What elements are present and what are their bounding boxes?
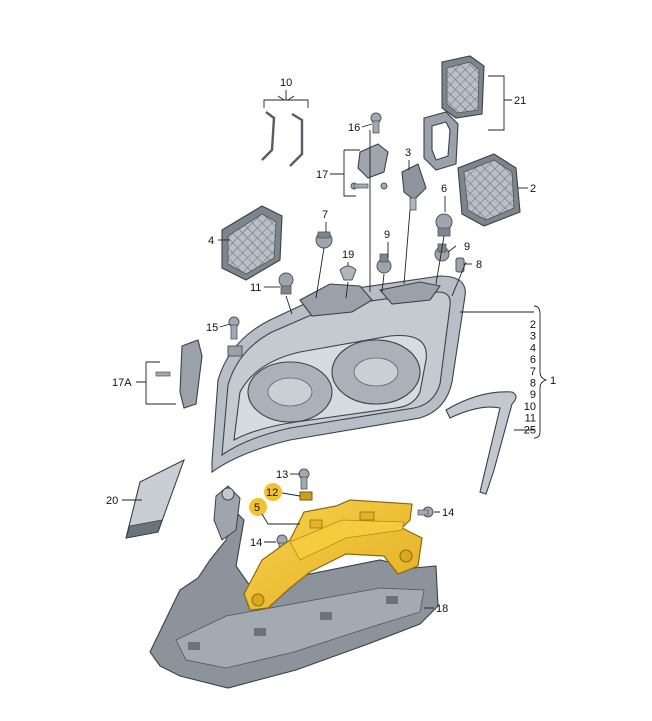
seal-gasket	[423, 111, 459, 171]
label-18: 18	[436, 603, 448, 615]
group-item-9: 9	[530, 389, 536, 401]
label-13: 13	[276, 469, 288, 481]
nut-12	[299, 491, 313, 501]
label-9-left: 9	[384, 229, 390, 241]
label-12: 12	[266, 487, 278, 499]
group-item-3: 3	[530, 331, 536, 343]
spring-clip-left	[261, 111, 276, 161]
group-item-6: 6	[530, 354, 536, 366]
label-17: 17	[316, 169, 328, 181]
label-1: 1	[550, 375, 556, 387]
callout-labels: 10 21 16 3 17 2 6 7 4 9 9 19 8 11 15 17A…	[106, 77, 556, 615]
cap-19	[339, 265, 357, 281]
bulb-6	[435, 213, 453, 237]
bulb-8	[455, 257, 465, 273]
label-10: 10	[280, 77, 292, 89]
cover-cap-2	[457, 153, 521, 227]
group-item-10: 10	[524, 401, 536, 413]
label-14-left: 14	[250, 537, 262, 549]
label-4: 4	[208, 235, 214, 247]
leader-lines	[122, 75, 548, 609]
label-2: 2	[530, 183, 536, 195]
label-9-right: 9	[464, 241, 470, 253]
group-item-8: 8	[530, 378, 536, 390]
panel-20	[125, 458, 185, 539]
cover-cap-4	[221, 205, 283, 281]
cover-cap-21	[441, 55, 485, 119]
bulb-7	[315, 231, 333, 249]
bracket-17a	[155, 339, 243, 409]
label-14-right: 14	[442, 507, 454, 519]
motor-17	[350, 143, 389, 190]
group-item-11: 11	[525, 413, 536, 425]
screw-14-right	[417, 506, 434, 518]
headlight-housing	[211, 275, 466, 474]
bulb-9-left	[376, 253, 392, 274]
mounting-bracket-5	[243, 499, 423, 611]
screw-13	[298, 468, 310, 490]
label-5: 5	[254, 502, 260, 514]
screw-15	[228, 316, 240, 340]
spring-clip-right	[289, 112, 304, 167]
group-item-4: 4	[530, 342, 536, 354]
label-15: 15	[206, 322, 218, 334]
support-carrier-18	[149, 485, 439, 689]
label-3: 3	[405, 147, 411, 159]
label-16: 16	[348, 122, 360, 134]
trim-strip	[445, 391, 517, 495]
screw-16	[370, 112, 382, 134]
label-20: 20	[106, 495, 118, 507]
label-11: 11	[250, 282, 261, 294]
label-highlight-5	[249, 498, 267, 516]
bulb-11	[278, 272, 294, 295]
label-19: 19	[342, 249, 354, 261]
label-21: 21	[514, 95, 526, 107]
label-7: 7	[322, 209, 328, 221]
label-highlight-12	[264, 483, 282, 501]
label-6: 6	[441, 183, 447, 195]
bulb-3	[401, 163, 427, 211]
group-item-25: 25	[524, 424, 536, 436]
label-8: 8	[476, 259, 482, 271]
label-17a: 17A	[112, 377, 132, 389]
group-item-7: 7	[530, 366, 536, 378]
group-item-2: 2	[530, 319, 536, 331]
